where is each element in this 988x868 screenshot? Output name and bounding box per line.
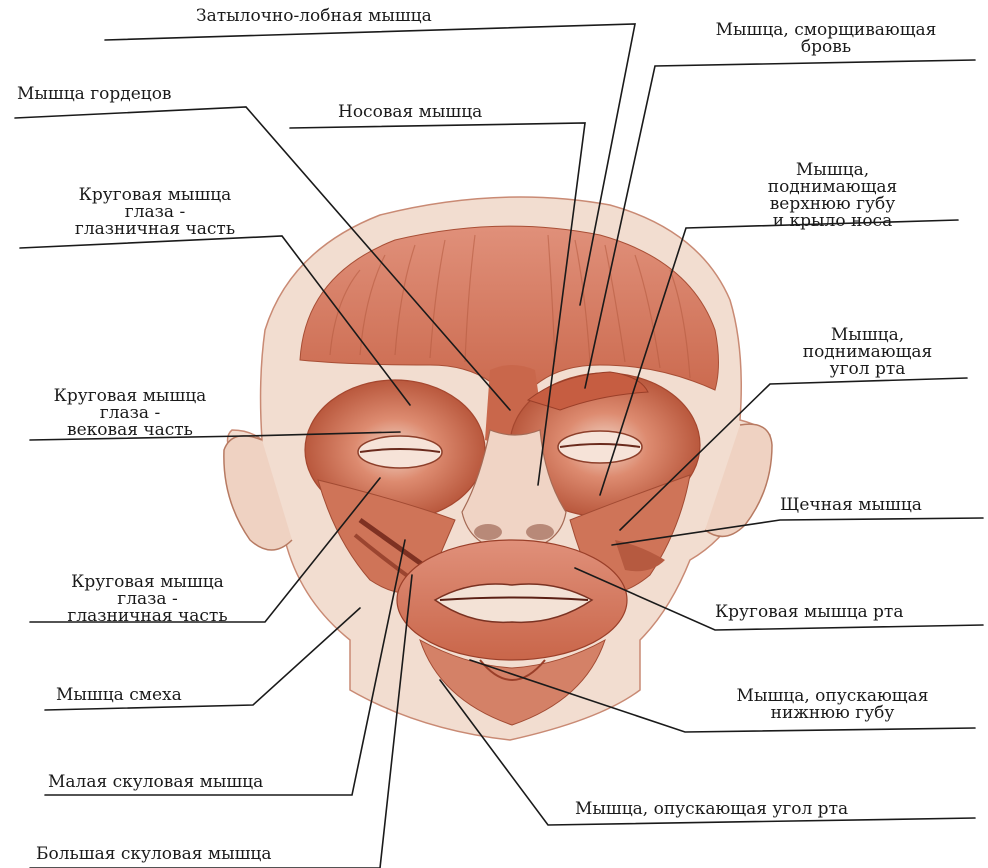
label-risorius: Мышца смеха (56, 687, 182, 704)
label-procerus: Мышца гордецов (17, 86, 172, 103)
label-levator-anguli-oris: Мышца, поднимающая угол рта (755, 327, 980, 378)
label-orbicularis-oculi-orbital-top: Круговая мышца глаза - глазничная часть (20, 187, 290, 238)
label-nasalis: Носовая мышца (338, 104, 482, 121)
label-zygomaticus-major: Большая скуловая мышца (36, 846, 272, 863)
label-corrugator: Мышца, сморщивающая бровь (664, 22, 988, 56)
label-depressor-labii: Мышца, опускающая нижнюю губу (690, 688, 975, 722)
left-eyelid (358, 436, 442, 468)
label-orbicularis-oculi-orbital-bottom: Круговая мышца глаза - глазничная часть (30, 574, 265, 625)
label-orbicularis-oris: Круговая мышца рта (715, 604, 903, 621)
label-zygomaticus-minor: Малая скуловая мышца (48, 774, 263, 791)
label-buccinator: Щечная мышца (780, 497, 922, 514)
label-occipitofrontal: Затылочно-лобная мышца (196, 8, 432, 25)
label-orbicularis-oculi-palpebral: Круговая мышца глаза - вековая часть (15, 388, 245, 439)
right-eyelid (558, 431, 642, 463)
label-levator-labii: Мышца, поднимающая верхнюю губу и крыло … (710, 162, 955, 230)
label-depressor-anguli-oris: Мышца, опускающая угол рта (575, 801, 848, 818)
